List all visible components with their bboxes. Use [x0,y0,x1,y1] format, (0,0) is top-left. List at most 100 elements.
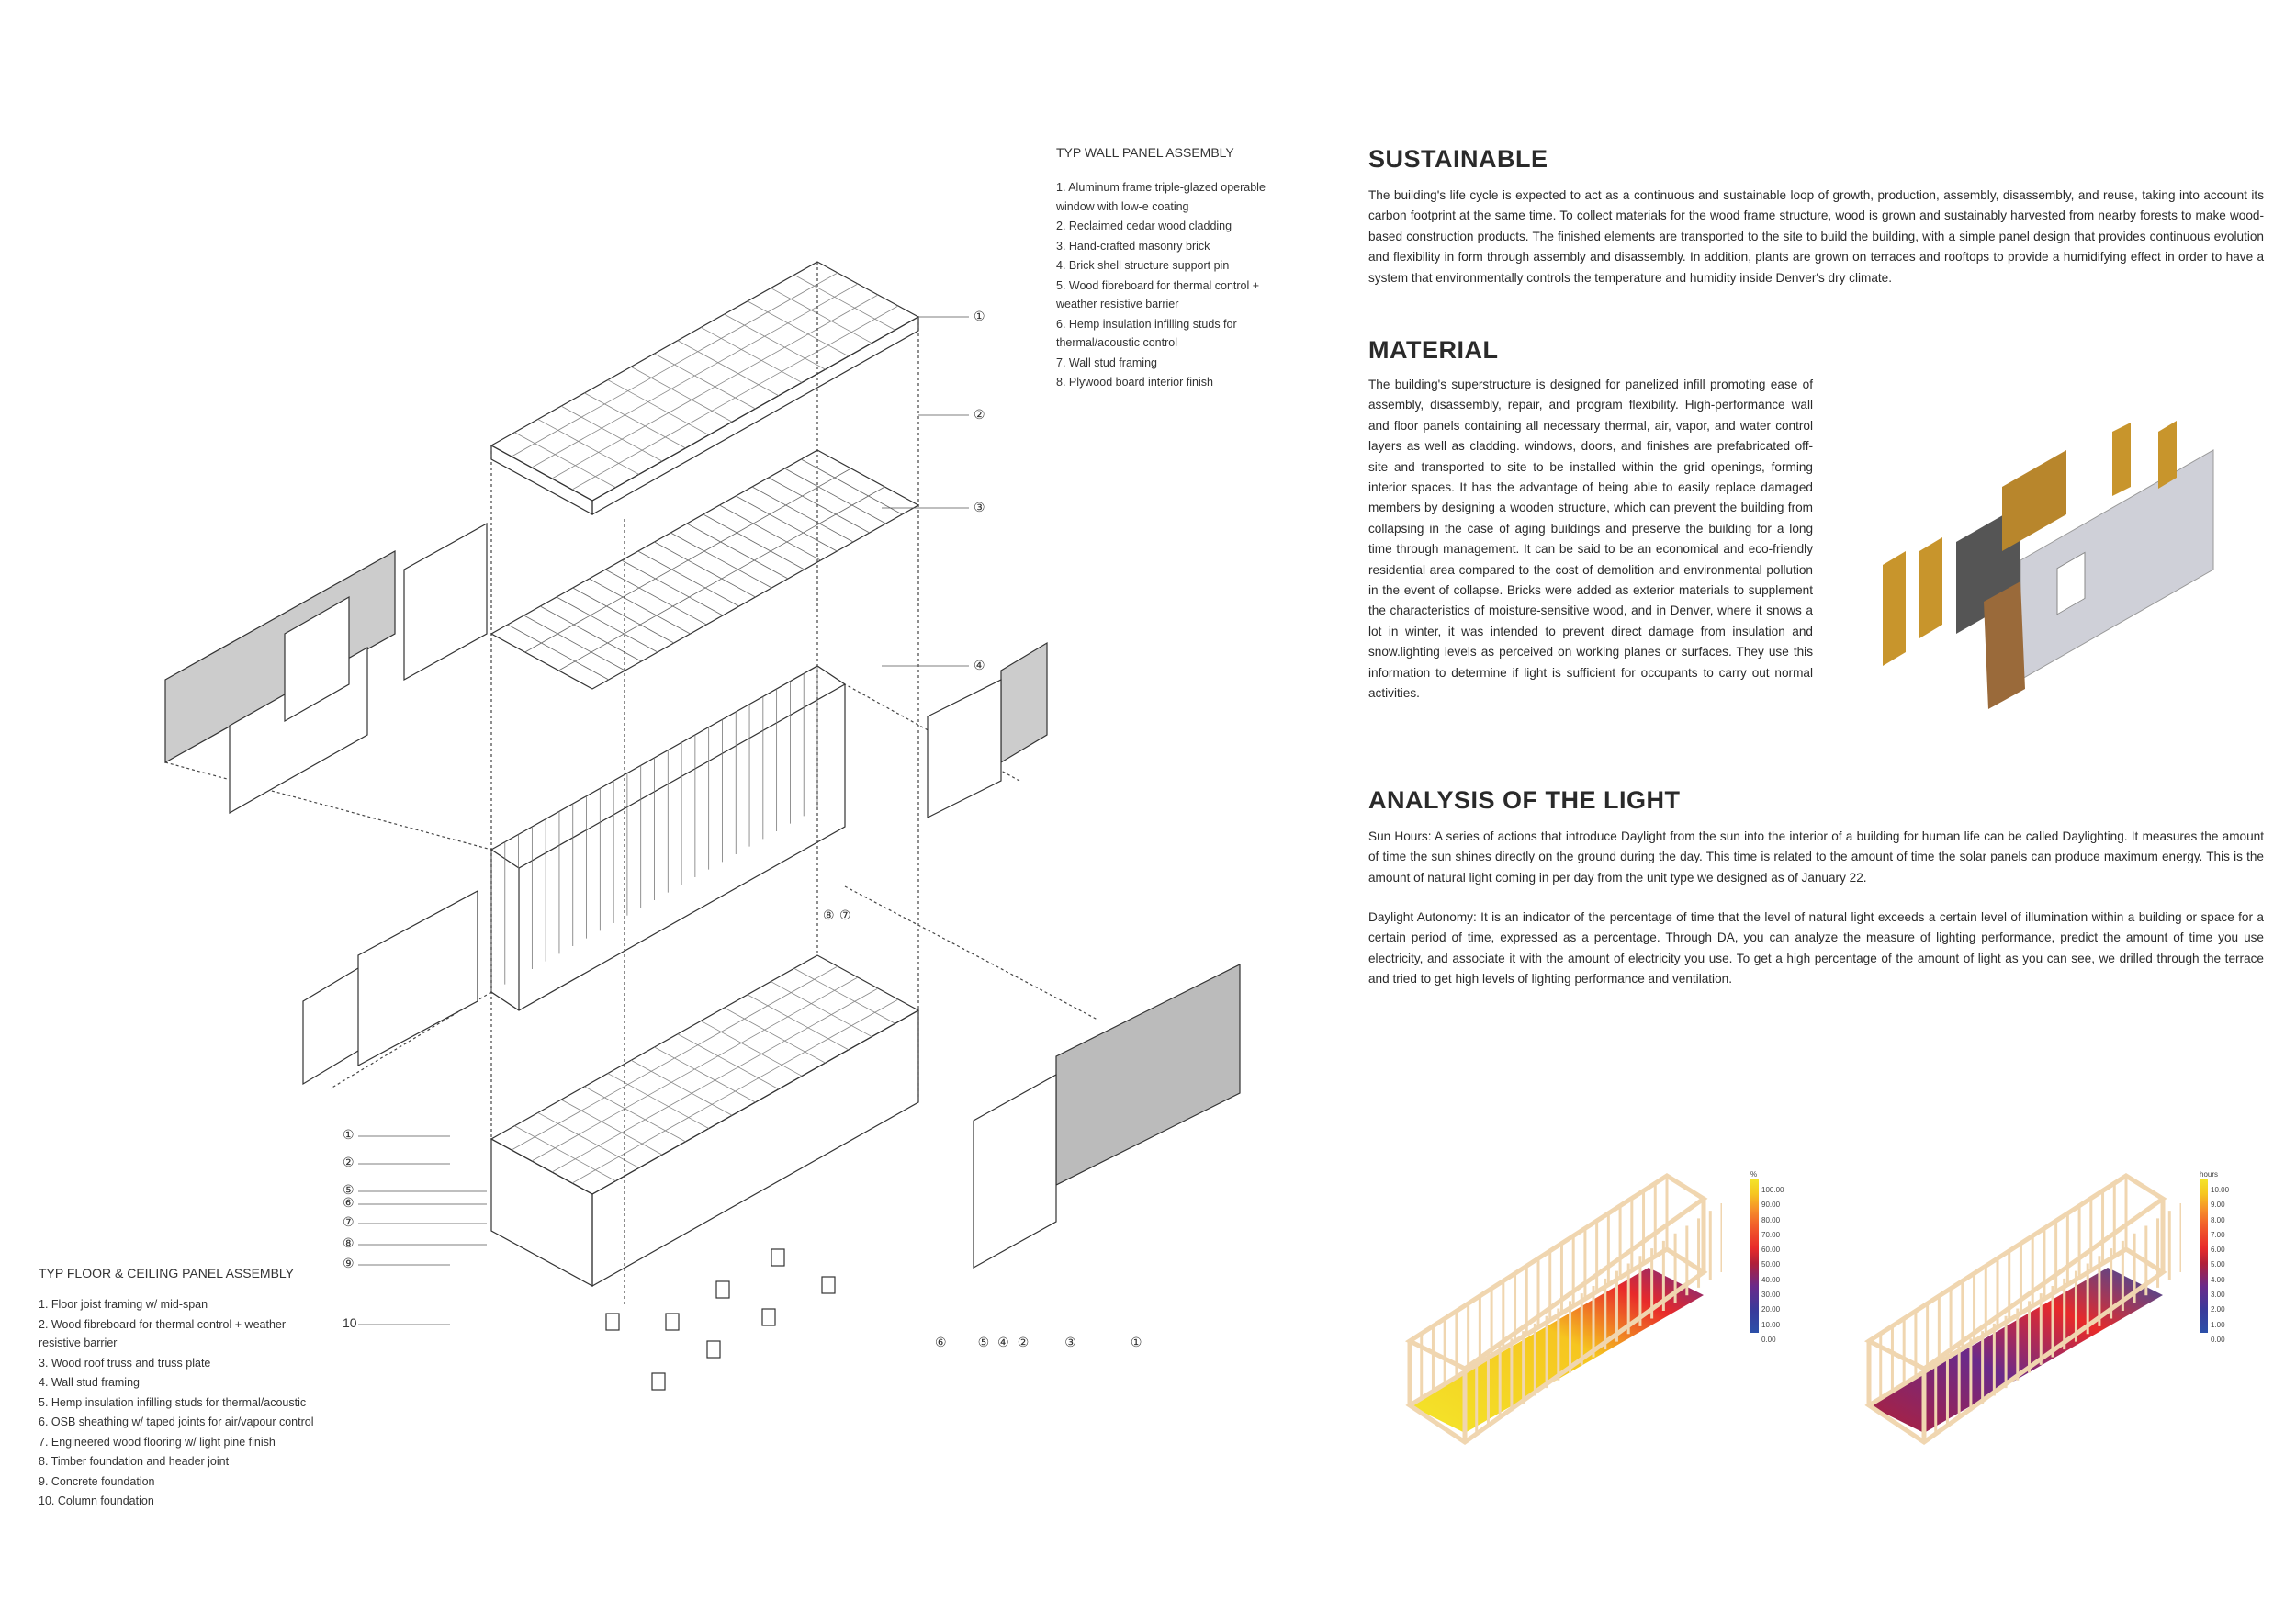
list-item: 5. Wood fibreboard for thermal control +… [1056,278,1260,311]
daylight-autonomy-text: Daylight Autonomy: It is an indicator of… [1368,910,2264,987]
legend-tick: 40.00 [1761,1275,1781,1284]
floor-panel [490,954,920,1288]
grid-line [654,353,756,410]
grid-line [531,976,859,1162]
callout: ⑤ [343,1182,355,1197]
legend-tick: 50.00 [1761,1260,1781,1269]
grid-line [670,532,772,589]
color-scale [2200,1179,2208,1333]
callout: ① [1130,1335,1142,1349]
daylight-autonomy-heatmap [1404,1173,1722,1446]
grid-line [511,965,838,1151]
legend-tick: 1.00 [2211,1320,2225,1329]
sustainable-heading: SUSTAINABLE [1368,145,1548,173]
callout: ② [343,1155,355,1169]
floor-assembly-legend: TYP FLOOR & CEILING PANEL ASSEMBLY 1. Fl… [39,1266,323,1512]
list-item: 6. Hemp insulation infilling studs for t… [1056,317,1237,350]
grid-line [551,987,879,1173]
callout: ⑦ [343,1214,355,1229]
grid-line [677,1033,780,1090]
callout: ② [1017,1335,1030,1349]
legend-tick: 80.00 [1761,1215,1781,1224]
grid-line [584,1086,686,1143]
legend-tick: 0.00 [2211,1335,2225,1344]
grid-line [654,1046,756,1103]
grid-line [514,432,616,489]
sustainable-text: The building's life cycle is expected to… [1368,188,2264,285]
list-item: 6. OSB sheathing w/ taped joints for air… [39,1415,314,1428]
callout-8: ⑧ [823,908,835,922]
grid-line [514,1125,616,1182]
grid-line [560,1099,663,1156]
grid-line [701,1021,803,1077]
legend-unit: hours [2200,1170,2219,1179]
floor-callouts: ① ② ⑤ ⑥ ⑦ ⑧ ⑨ 10 [343,1128,357,1329]
grid-line [747,994,850,1051]
grid-line [784,468,886,524]
grid-line [571,305,899,491]
legend-tick: 10.00 [2211,1186,2230,1194]
list-item: 3. Wood roof truss and truss plate [39,1356,211,1370]
material-heading: MATERIAL [1368,336,1499,364]
list-item: 7. Engineered wood flooring w/ light pin… [39,1435,276,1449]
legend-tick: 10.00 [1761,1320,1781,1329]
grid-line [589,578,691,635]
list-item: 3. Hand-crafted masonry brick [1056,239,1210,253]
list-item: 5. Hemp insulation infilling studs for t… [39,1395,307,1409]
list-item: 2. Wood fibreboard for thermal control +… [39,1317,287,1350]
list-item: 1. Floor joist framing w/ mid-span [39,1298,208,1311]
list-item: 1. Aluminum frame triple-glazed operable… [1056,181,1266,213]
grid-line [507,624,609,681]
right-wall-panels [927,641,1241,1269]
callout: ⑥ [343,1195,355,1210]
callout-4: ④ [974,658,985,672]
grid-line [637,550,739,607]
legend-tick: 3.00 [2211,1291,2225,1300]
callout: ④ [997,1335,1009,1349]
list-item: 8. Plywood board interior finish [1056,376,1213,389]
grid-line [551,294,879,479]
grid-line [572,587,674,644]
legend-tick: 5.00 [2211,1260,2225,1269]
callout: ③ [1064,1335,1076,1349]
legend-tick: 100.00 [1761,1186,1784,1194]
list-item: 4. Wall stud framing [39,1376,140,1389]
legend-tick: 90.00 [1761,1201,1781,1210]
legend-tick: 20.00 [1761,1305,1781,1314]
list-item: 10. Column foundation [39,1494,154,1507]
grid-line [537,1112,639,1168]
legend-unit: % [1750,1170,1758,1179]
legend-tick: 2.00 [2211,1305,2225,1314]
grid-line [630,366,733,423]
legend-tick: 0.00 [1761,1335,1776,1344]
grid-line [677,340,780,397]
grid-line [751,486,854,543]
grid-line [654,541,756,598]
grid-line [703,513,805,570]
list-item: 8. Timber foundation and header joint [39,1455,230,1468]
callout-2: ② [974,407,985,422]
wall-panel-render [1883,421,2214,709]
legend-tick: 7.00 [2211,1230,2225,1239]
grid-line [523,615,625,671]
grid-line [724,313,826,370]
grid-line [524,468,851,653]
grid-line [630,1059,733,1116]
list-item: 9. Concrete foundation [39,1474,155,1488]
legend-tick: 8.00 [2211,1215,2225,1224]
grid-line [686,523,789,580]
grid-line [771,288,872,344]
legend-tick: 60.00 [1761,1246,1781,1255]
color-scale [1750,1179,1759,1333]
callout-1: ① [974,309,985,323]
wall-assembly-legend: TYP WALL PANEL ASSEMBLY 1. Aluminum fram… [1056,145,1277,393]
sun-hours-heatmap [1863,1173,2181,1446]
grid-line [768,477,870,534]
grid-line [511,272,838,457]
callout-3: ③ [974,500,985,514]
wall-callouts: ⑥ ⑤ ④ ② ③ ① [935,1335,1142,1350]
grid-line [736,495,838,552]
grid-line [719,504,821,561]
exploded-axonometric-diagram [164,261,1241,1391]
